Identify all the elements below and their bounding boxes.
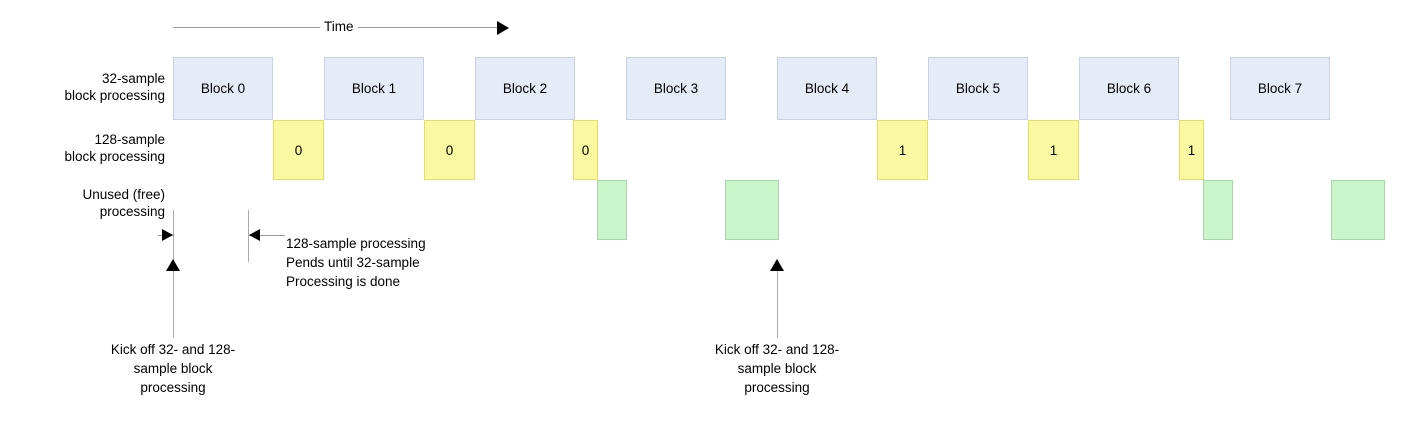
block-32-label: Block 2 — [502, 81, 548, 96]
block-32-label: Block 4 — [804, 81, 850, 96]
dimension-tick-start — [173, 210, 174, 262]
block-128-label: 0 — [445, 142, 454, 158]
block-32-label: Block 0 — [200, 81, 246, 96]
block-128-2: 0 — [573, 120, 598, 180]
row-label-32-sample: 32-sample block processing — [64, 71, 165, 103]
block-128-3: 1 — [877, 120, 928, 180]
dimension-arrow-right-icon — [162, 229, 173, 241]
callout-left-arrow-up-icon — [166, 259, 180, 271]
callout-left-leader-line — [173, 270, 174, 338]
block-128-label: 0 — [581, 142, 590, 158]
block-free-1 — [725, 180, 779, 240]
block-32-label: Block 1 — [351, 81, 397, 96]
block-32-label: Block 7 — [1257, 81, 1303, 96]
block-free-3 — [1331, 180, 1385, 240]
block-128-label: 1 — [898, 142, 907, 158]
block-32-6: Block 6 — [1079, 57, 1179, 120]
block-32-5: Block 5 — [928, 57, 1028, 120]
time-axis-label: Time — [320, 19, 358, 34]
block-32-7: Block 7 — [1230, 57, 1330, 120]
block-32-label: Block 5 — [955, 81, 1001, 96]
block-128-5: 1 — [1179, 120, 1204, 180]
annotation-pend-note: 128-sample processing Pends until 32-sam… — [286, 236, 426, 289]
block-32-3: Block 3 — [626, 57, 726, 120]
block-32-4: Block 4 — [777, 57, 877, 120]
block-32-2: Block 2 — [475, 57, 575, 120]
callout-right-arrow-up-icon — [770, 259, 784, 271]
block-32-label: Block 3 — [653, 81, 699, 96]
block-128-0: 0 — [273, 120, 324, 180]
block-32-0: Block 0 — [173, 57, 273, 120]
block-128-label: 1 — [1049, 142, 1058, 158]
block-128-label: 1 — [1187, 142, 1196, 158]
dimension-line-right — [249, 235, 285, 236]
block-128-1: 0 — [424, 120, 475, 180]
dimension-arrow-left-icon — [249, 229, 260, 241]
row-label-128-sample: 128-sample block processing — [64, 132, 165, 164]
time-axis-arrowhead — [497, 21, 509, 35]
dimension-tick-end — [248, 210, 249, 262]
block-free-0 — [597, 180, 627, 240]
block-free-2 — [1203, 180, 1233, 240]
block-128-4: 1 — [1028, 120, 1079, 180]
block-128-label: 0 — [294, 142, 303, 158]
callout-right-leader-line — [777, 270, 778, 338]
row-label-unused-free: Unused (free) processing — [82, 187, 165, 219]
block-32-1: Block 1 — [324, 57, 424, 120]
callout-right-text: Kick off 32- and 128- sample block proce… — [714, 342, 840, 395]
block-32-label: Block 6 — [1106, 81, 1152, 96]
callout-left-text: Kick off 32- and 128- sample block proce… — [110, 342, 236, 395]
